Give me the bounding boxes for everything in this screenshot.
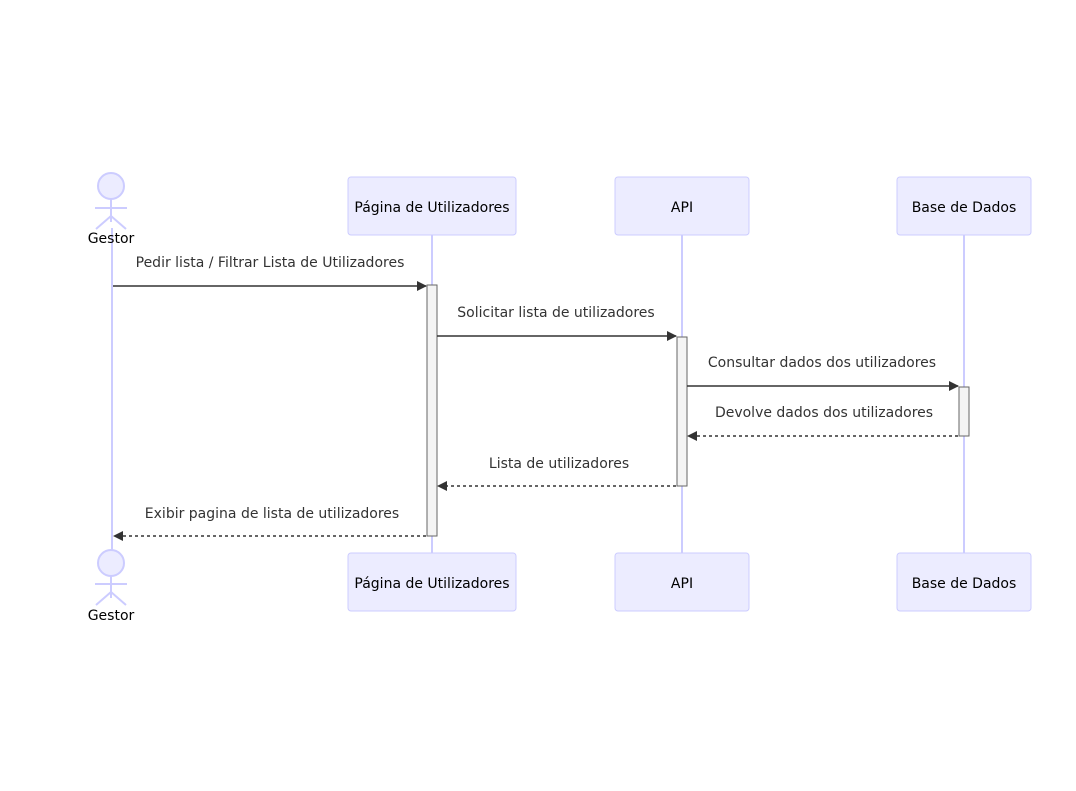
actor-label: Gestor xyxy=(88,231,135,247)
participant-base-dados-top: Base de Dados xyxy=(896,176,1032,236)
participant-base-dados-bottom: Base de Dados xyxy=(896,552,1032,612)
message-label: Pedir lista / Filtrar Lista de Utilizado… xyxy=(136,255,405,271)
message-label: Lista de utilizadores xyxy=(489,456,629,472)
message-exibir-pagina: Exibir pagina de lista de utilizadores xyxy=(113,506,426,541)
participant-pagina-utilizadores-bottom: Página de Utilizadores xyxy=(347,552,517,612)
actor-head-icon xyxy=(97,172,125,200)
participant-label: API xyxy=(671,200,693,216)
actor-head-icon xyxy=(97,549,125,577)
message-pedir-lista: Pedir lista / Filtrar Lista de Utilizado… xyxy=(113,255,427,291)
activation-api xyxy=(676,336,688,487)
message-label: Consultar dados dos utilizadores xyxy=(708,355,936,371)
message-label: Solicitar lista de utilizadores xyxy=(457,305,654,321)
participant-label: Base de Dados xyxy=(912,576,1017,592)
message-consultar-dados: Consultar dados dos utilizadores xyxy=(687,355,959,391)
actor-gestor-bottom: Gestor xyxy=(88,549,135,624)
message-devolve-dados: Devolve dados dos utilizadores xyxy=(687,405,958,441)
participant-pagina-utilizadores-top: Página de Utilizadores xyxy=(347,176,517,236)
actor-label: Gestor xyxy=(88,608,135,624)
participant-api-bottom: API xyxy=(614,552,750,612)
activation-base-dados xyxy=(958,386,970,437)
message-solicitar-lista: Solicitar lista de utilizadores xyxy=(437,305,677,341)
message-label: Devolve dados dos utilizadores xyxy=(715,405,933,421)
message-lista-utilizadores: Lista de utilizadores xyxy=(437,456,676,491)
participant-label: Base de Dados xyxy=(912,200,1017,216)
participant-label: API xyxy=(671,576,693,592)
actor-gestor-top: Gestor xyxy=(88,172,135,247)
activation-pagina-utilizadores xyxy=(426,284,438,537)
participant-label: Página de Utilizadores xyxy=(354,200,509,216)
message-label: Exibir pagina de lista de utilizadores xyxy=(145,506,399,522)
participant-api-top: API xyxy=(614,176,750,236)
participant-label: Página de Utilizadores xyxy=(354,576,509,592)
